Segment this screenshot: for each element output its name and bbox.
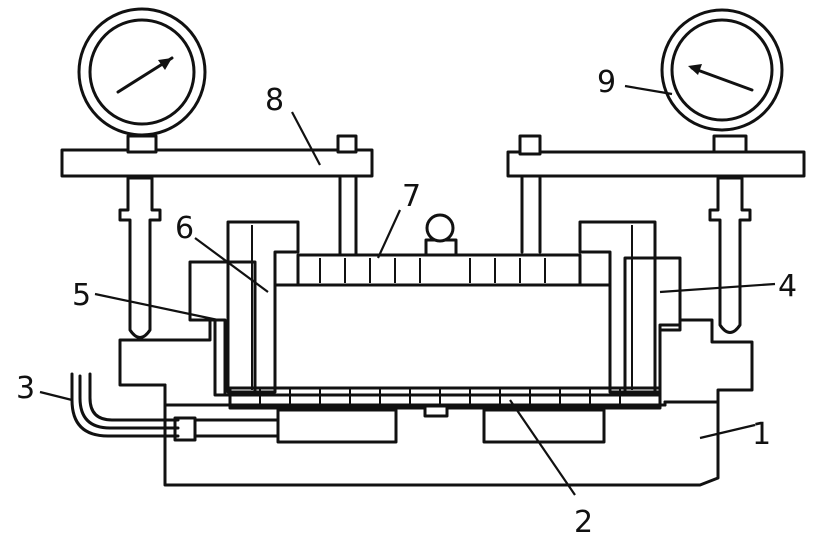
piston-knob bbox=[425, 213, 455, 243]
label-5: 5 bbox=[72, 278, 91, 313]
pressure-gauge-icon bbox=[660, 8, 784, 132]
left-ring bbox=[188, 260, 257, 397]
pressure-gauge-icon bbox=[77, 7, 207, 137]
label-3: 3 bbox=[16, 371, 35, 406]
right-sleeve bbox=[578, 220, 657, 394]
left-gauge-assembly bbox=[60, 7, 374, 339]
top-porous-plate bbox=[296, 213, 582, 287]
label-8: 8 bbox=[265, 83, 284, 118]
label-4: 4 bbox=[778, 269, 797, 304]
leader-lines bbox=[39, 84, 776, 496]
label-6: 6 bbox=[175, 211, 194, 246]
right-ring bbox=[623, 256, 682, 394]
base-body bbox=[118, 318, 754, 487]
right-crossbar bbox=[506, 150, 806, 178]
part-labels: 1 2 3 4 5 6 7 8 9 bbox=[16, 65, 797, 540]
left-crossbar bbox=[60, 148, 374, 178]
label-9: 9 bbox=[597, 65, 616, 100]
label-2: 2 bbox=[574, 505, 593, 540]
label-1: 1 bbox=[752, 417, 771, 452]
label-7: 7 bbox=[402, 179, 421, 214]
inlet-pipe bbox=[70, 372, 180, 438]
right-gauge-assembly bbox=[506, 8, 806, 334]
left-sleeve bbox=[226, 220, 300, 394]
specimen-core bbox=[273, 283, 612, 390]
